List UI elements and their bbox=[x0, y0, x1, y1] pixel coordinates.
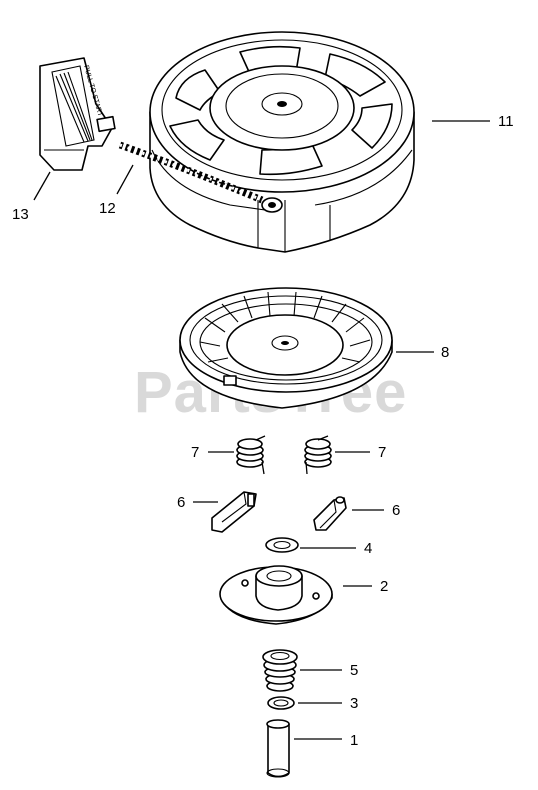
label-6b: 6 bbox=[392, 502, 400, 519]
spring-right-part[interactable] bbox=[304, 435, 332, 475]
label-7b: 7 bbox=[378, 444, 386, 461]
spring-left-part[interactable] bbox=[236, 435, 266, 475]
starter-rope-part[interactable] bbox=[118, 141, 264, 204]
spring-nut-part[interactable] bbox=[262, 649, 298, 692]
starter-handle-part[interactable]: PULL TO START bbox=[39, 57, 116, 171]
pulley-part[interactable] bbox=[179, 287, 393, 409]
small-washer-part[interactable] bbox=[267, 696, 295, 710]
label-5: 5 bbox=[350, 662, 358, 679]
label-8: 8 bbox=[441, 344, 449, 361]
label-1: 1 bbox=[350, 732, 358, 749]
dog-left-part[interactable] bbox=[211, 491, 257, 533]
label-13: 13 bbox=[12, 206, 29, 223]
label-2: 2 bbox=[380, 578, 388, 595]
leader-12 bbox=[116, 164, 134, 195]
label-12: 12 bbox=[99, 200, 116, 217]
leader-13 bbox=[33, 171, 51, 201]
label-7a: 7 bbox=[191, 444, 199, 461]
retainer-part[interactable] bbox=[219, 565, 333, 625]
pin-part[interactable] bbox=[266, 719, 290, 778]
label-3: 3 bbox=[350, 695, 358, 712]
dog-right-part[interactable] bbox=[313, 496, 347, 531]
washer-part[interactable] bbox=[265, 537, 299, 553]
label-4: 4 bbox=[364, 540, 372, 557]
starter-housing-part[interactable] bbox=[149, 31, 415, 253]
label-11-callout: 11 bbox=[498, 113, 514, 130]
label-6a: 6 bbox=[177, 494, 185, 511]
